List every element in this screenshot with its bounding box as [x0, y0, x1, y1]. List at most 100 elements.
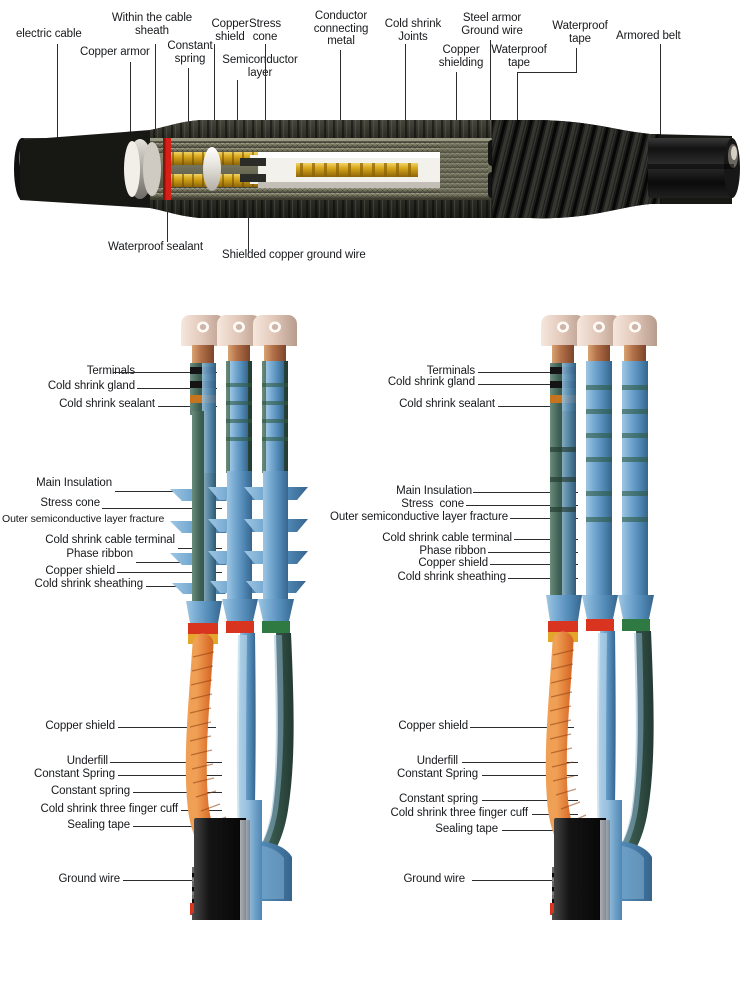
leader-right-terminals — [478, 372, 574, 373]
leader-right-underfill — [462, 762, 578, 763]
right-label-main-insulation: Main Insulation — [396, 485, 472, 497]
left-label-ground-wire: Ground wire — [58, 873, 120, 885]
leader-right-cold-shrink-gland — [478, 384, 574, 385]
leader-left-underfill — [110, 762, 222, 763]
joint-body — [20, 120, 732, 219]
right-label-cold-shrink-sheathing: Cold shrink sheathing — [397, 571, 507, 583]
leader-left-constant-spring-upper — [118, 775, 222, 776]
leader-waterproof-sealant — [167, 208, 168, 242]
joint-right-cable — [648, 138, 740, 198]
joint-label-waterproof-tape-2: Waterproof tape — [552, 20, 608, 45]
right-ground-wire-strap — [600, 820, 610, 920]
joint-label-conductor-connecting-metal: Conductor connecting metal — [313, 10, 369, 47]
leader-armored-belt — [660, 44, 661, 164]
leader-right-cold-shrink-sheathing — [508, 578, 578, 579]
right-label-terminals: Terminals — [426, 365, 475, 377]
leader-right-constant-spring-upper — [482, 775, 578, 776]
leader-within-cable-sheath — [155, 44, 156, 158]
leader-right-outer-semiconductive — [510, 518, 578, 519]
right-label-ground-wire: Ground wire — [403, 873, 465, 885]
joint-label-stress-cone: Stress cone — [249, 18, 281, 43]
leader-left-stress-cone — [102, 508, 222, 509]
joint-illustration — [14, 120, 740, 219]
left-label-stress-cone: Stress cone — [40, 497, 100, 509]
termination-leg-c — [612, 315, 657, 865]
leader-left-sealing-tape — [133, 826, 222, 827]
leader-right-constant-spring-lower — [482, 800, 578, 801]
left-label-cold-shrink-three-finger-cuff: Cold shrink three finger cuff — [40, 803, 178, 815]
left-label-main-insulation: Main Insulation — [36, 477, 112, 489]
right-label-constant-spring-upper: Constant Spring — [397, 768, 478, 780]
left-label-constant-spring-upper: Constant Spring — [34, 768, 115, 780]
left-label-cold-shrink-cable-terminal: Cold shrink cable terminal — [45, 534, 175, 546]
leader-left-terminals — [113, 372, 217, 373]
joint-label-steel-armor-ground-wire: Steel armor Ground wire — [461, 12, 523, 37]
termination-leg-c — [244, 315, 308, 865]
joint-label-shielded-copper-ground-wire: Shielded copper ground wire — [222, 249, 366, 261]
left-label-terminals: Terminals — [86, 365, 135, 377]
joint-label-waterproof-sealant: Waterproof sealant — [108, 241, 203, 253]
leader-waterproof-tape-1 — [517, 72, 518, 143]
right-label-constant-spring-lower: Constant spring — [398, 793, 478, 805]
leader-right-main-insulation — [473, 492, 578, 493]
joint-label-copper-shield: Copper shield — [211, 18, 249, 43]
leader-right-sealing-tape — [502, 830, 578, 831]
left-cuff-tail — [246, 800, 262, 920]
termination-leg-b — [208, 315, 272, 850]
right-label-stress-cone: Stress cone — [401, 498, 464, 510]
leader-copper-armor — [130, 62, 131, 165]
leader-left-main-insulation — [115, 491, 224, 492]
right-cuff-tail — [606, 800, 622, 920]
left-label-cold-shrink-sheathing: Cold shrink sheathing — [34, 578, 144, 590]
right-label-cold-shrink-three-finger-cuff: Cold shrink three finger cuff — [390, 807, 528, 819]
right-label-cold-shrink-gland: Cold shrink gland — [387, 376, 475, 388]
leader-left-phase-ribbon — [136, 562, 222, 563]
right-label-copper-shield-lower: Copper shield — [398, 720, 468, 732]
leader-right-phase-ribbon — [488, 552, 578, 553]
termination-leg-a — [541, 315, 601, 874]
termination-leg-b — [577, 315, 621, 850]
leader-left-constant-spring-lower — [133, 792, 222, 793]
right-label-sealing-tape: Sealing tape — [435, 823, 498, 835]
leader-right-stress-cone — [466, 505, 578, 506]
leader-shielded-copper-ground-wire — [248, 212, 249, 254]
leader-conductor-connecting-metal — [340, 50, 341, 175]
right-ground-wire-tail — [554, 818, 609, 920]
left-label-copper-shield-lower: Copper shield — [45, 720, 115, 732]
leader-left-copper-shield-upper — [117, 572, 222, 573]
leader-right-copper-shield-lower — [470, 727, 574, 728]
right-label-cold-shrink-sealant: Cold shrink sealant — [399, 398, 495, 410]
left-label-phase-ribbon: Phase ribbon — [66, 548, 133, 560]
right-label-copper-shield-upper: Copper shield — [418, 557, 488, 569]
joint-label-waterproof-tape-1: Waterproof tape — [491, 44, 547, 69]
leader-waterproof-tape-2a — [576, 48, 577, 72]
left-label-constant-spring-lower: Constant spring — [50, 785, 130, 797]
leader-left-cold-shrink-gland — [137, 388, 217, 389]
leader-copper-shield — [214, 44, 215, 171]
left-label-cold-shrink-sealant: Cold shrink sealant — [59, 398, 155, 410]
left-label-copper-shield-upper: Copper shield — [45, 565, 115, 577]
joint-label-electric-cable: electric cable — [16, 28, 82, 40]
joint-label-copper-armor: Copper armor — [80, 46, 150, 58]
leader-cold-shrink-joints — [405, 44, 406, 168]
right-label-outer-semiconductive-layer-fracture: Outer semiconductive layer fracture — [329, 511, 508, 523]
leader-right-cold-shrink-sealant — [498, 406, 574, 407]
joint-label-within-the-cable-sheath: Within the cable sheath — [111, 12, 193, 37]
leader-right-ground-wire — [472, 880, 580, 881]
joint-label-copper-shielding: Copper shielding — [438, 44, 484, 69]
right-label-underfill: Underfill — [416, 755, 458, 767]
left-label-sealing-tape: Sealing tape — [67, 819, 130, 831]
left-ground-wire-tail — [194, 818, 249, 920]
left-ground-wire-strap — [240, 820, 250, 920]
leader-constant-spring — [188, 68, 189, 168]
joint-label-semiconductor-layer: Semiconductor layer — [222, 54, 298, 79]
leader-steel-armor-ground-wire — [490, 40, 491, 183]
leader-left-ground-wire — [123, 880, 223, 881]
joint-label-constant-spring: Constant spring — [167, 40, 213, 65]
joint-label-cold-shrink-joints: Cold shrink Joints — [384, 18, 442, 43]
leader-right-copper-shield-upper — [490, 564, 578, 565]
leader-stress-cone — [265, 44, 266, 164]
joint-label-armored-belt: Armored belt — [616, 30, 681, 42]
leader-right-cold-shrink-cable-terminal — [514, 539, 578, 540]
